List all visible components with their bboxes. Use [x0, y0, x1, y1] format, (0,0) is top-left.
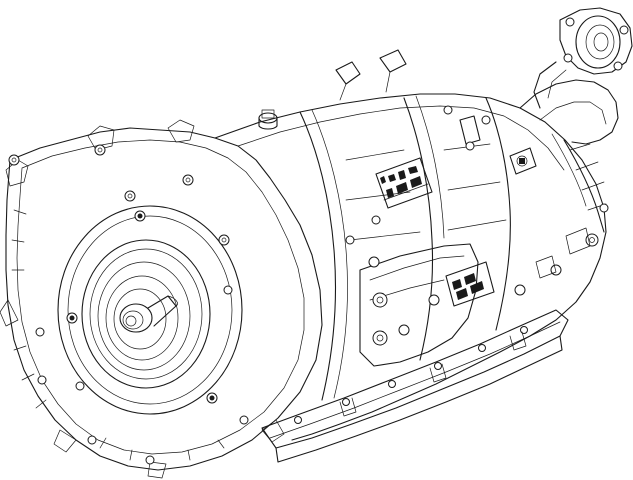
converter-hub: [119, 295, 178, 333]
housing-bolt-bosses: [8, 144, 249, 465]
torque-converter: [57, 205, 243, 415]
electrical-connector: [509, 147, 537, 175]
bell-housing: [0, 119, 323, 479]
main-case: [214, 93, 607, 441]
output-flange: [533, 7, 633, 109]
side-mounts: [443, 105, 609, 296]
breather-cap: [258, 109, 278, 130]
valve-body: [345, 215, 479, 367]
id-plate: [375, 157, 433, 209]
spec-label: [445, 261, 495, 307]
cooler-fittings: [335, 49, 481, 151]
tail-housing: [519, 79, 619, 233]
oil-pan: [261, 309, 569, 463]
